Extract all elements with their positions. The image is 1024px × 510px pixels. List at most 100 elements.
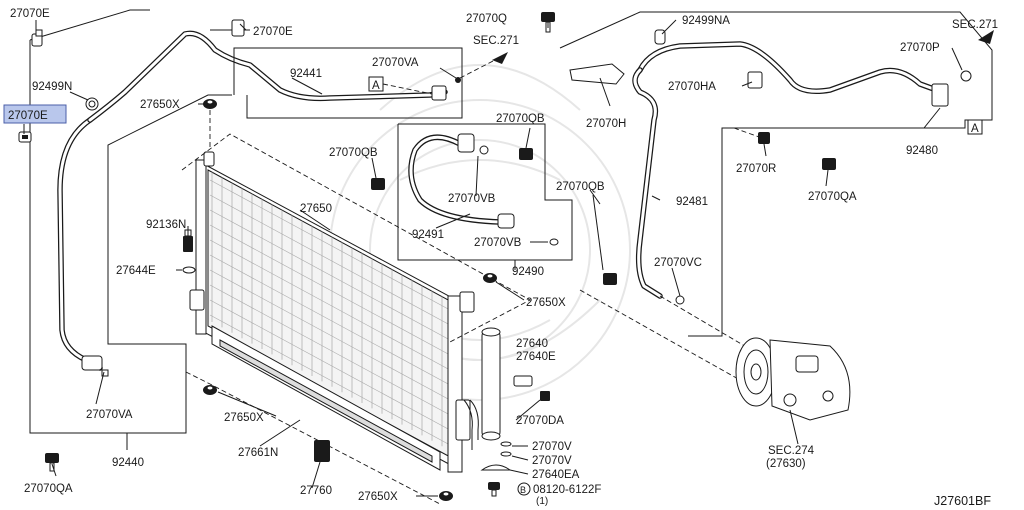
label-92499n[interactable]: 92499N	[32, 81, 72, 93]
core-tube-line	[209, 254, 451, 386]
label-27630[interactable]: (27630)	[766, 458, 806, 470]
label-92440[interactable]: 92440	[112, 457, 144, 469]
core-tube-line	[209, 299, 451, 431]
label-27070r[interactable]: 27070R	[736, 163, 776, 175]
label-ref-a-mid: A	[372, 80, 380, 92]
label-27070p[interactable]: 27070P	[900, 42, 940, 54]
oring-27070vc	[675, 295, 685, 305]
core-tube-line	[209, 284, 451, 416]
label-27650[interactable]: 27650	[300, 203, 332, 215]
label-27070h[interactable]: 27070H	[586, 118, 626, 130]
label-27640ea[interactable]: 27640EA	[532, 469, 580, 481]
label-27070qa-right[interactable]: 27070QA	[808, 191, 857, 203]
label-27640e[interactable]: 27640E	[516, 351, 556, 363]
label-27070qa-left[interactable]: 27070QA	[24, 483, 73, 495]
bracket-92480-end	[931, 83, 949, 107]
part-labels: 27070E 27070E 92499N 27070E 92441 27070V…	[3, 8, 998, 508]
bolt-08120	[488, 482, 500, 497]
oring-27644e	[182, 266, 196, 274]
bracket-27760	[314, 440, 330, 462]
label-27650x-low[interactable]: 27650X	[224, 412, 264, 424]
pipe-92481	[632, 67, 663, 299]
pipe-92480	[637, 41, 945, 95]
label-92480[interactable]: 92480	[906, 145, 938, 157]
oring-92499n	[85, 97, 99, 111]
arrow-sec271-right	[978, 30, 994, 44]
filter-27640ea	[480, 464, 512, 471]
label-08120-6122f[interactable]: 08120-6122F	[533, 484, 601, 496]
label-27760[interactable]: 27760	[300, 485, 332, 497]
label-27650x-top[interactable]: 27650X	[140, 99, 180, 111]
pad-27650x-low	[203, 385, 217, 395]
label-27070da[interactable]: 27070DA	[516, 415, 564, 427]
bracket-27070h	[569, 63, 625, 85]
label-27070q[interactable]: 27070Q	[466, 13, 507, 25]
label-sec274[interactable]: SEC.274	[768, 445, 815, 457]
label-27070v-a[interactable]: 27070V	[532, 441, 572, 453]
arrow-sec271-mid	[492, 52, 508, 64]
core-tube-line	[209, 179, 451, 311]
label-92490[interactable]: 92490	[512, 266, 544, 278]
core-tube-line	[209, 209, 451, 341]
leaders	[23, 14, 963, 497]
core-tube-line	[209, 239, 451, 371]
group-92440-bracket	[29, 9, 232, 450]
bolt-27070qa-right	[822, 158, 836, 170]
pad-27650x-top	[203, 99, 217, 109]
core-tube-line	[209, 224, 451, 356]
fitting-27070e-hl	[18, 131, 32, 143]
fitting-27070e-top	[31, 29, 43, 47]
bracket-27070ha	[747, 71, 763, 89]
bolt-27070r	[758, 132, 770, 144]
condenser-27650	[189, 151, 475, 473]
pad-27650x-mid	[483, 273, 497, 283]
bolt-27070qa-left	[45, 453, 59, 472]
label-27070vb-a[interactable]: 27070VB	[448, 193, 496, 205]
label-27070vb-b[interactable]: 27070VB	[474, 237, 522, 249]
receiver-drier-27640	[463, 327, 550, 450]
label-92481[interactable]: 92481	[676, 196, 708, 208]
bolt-27070qb-a	[371, 178, 385, 190]
label-27070e-mid[interactable]: 27070E	[253, 26, 293, 38]
label-92136n[interactable]: 92136N	[146, 219, 186, 231]
label-27070qb-c[interactable]: 27070QB	[556, 181, 605, 193]
oring-27070p	[960, 70, 972, 82]
label-27650x-mid[interactable]: 27650X	[526, 297, 566, 309]
label-27070va-bottom[interactable]: 27070VA	[86, 409, 133, 421]
ref-box-a-right	[967, 119, 983, 135]
hose-92491	[408, 133, 559, 246]
label-08120-qty: (1)	[536, 496, 548, 507]
label-27070qb-a[interactable]: 27070QB	[329, 147, 378, 159]
label-27070v-b[interactable]: 27070V	[532, 455, 572, 467]
core-tube-line	[209, 269, 451, 401]
label-27644e[interactable]: 27644E	[116, 265, 156, 277]
label-27640[interactable]: 27640	[516, 338, 548, 350]
label-b-circle: B	[520, 485, 526, 495]
label-ref-a-right: A	[971, 123, 979, 135]
label-27070qb-b[interactable]: 27070QB	[496, 113, 545, 125]
label-27650x-bottom[interactable]: 27650X	[358, 491, 398, 503]
core-tube-line	[209, 194, 451, 326]
highlight-box-27070e	[3, 104, 67, 124]
label-27070e-highlight[interactable]: 27070E	[8, 110, 48, 122]
core-tube-line	[209, 314, 451, 446]
pipe-92440	[57, 30, 448, 371]
bolt-27070qb-c	[603, 273, 617, 285]
fitting-27070va-upper	[431, 77, 461, 101]
label-sec271-mid[interactable]: SEC.271	[473, 35, 519, 47]
label-92441[interactable]: 92441	[290, 68, 322, 80]
diagram-code: J27601BF	[934, 494, 991, 508]
fitting-27070va-lower	[81, 355, 109, 377]
label-92499na[interactable]: 92499NA	[682, 15, 730, 27]
label-27070va-top[interactable]: 27070VA	[372, 57, 419, 69]
label-27661n[interactable]: 27661N	[238, 447, 278, 459]
label-92491[interactable]: 92491	[412, 229, 444, 241]
label-sec271-right[interactable]: SEC.271	[952, 19, 998, 31]
label-27070vc[interactable]: 27070VC	[654, 257, 702, 269]
bolt-type-b-circle	[517, 482, 531, 496]
label-27070ha[interactable]: 27070HA	[668, 81, 716, 93]
label-27070e-top[interactable]: 27070E	[10, 8, 50, 20]
clip-27070e-mid	[231, 19, 245, 37]
